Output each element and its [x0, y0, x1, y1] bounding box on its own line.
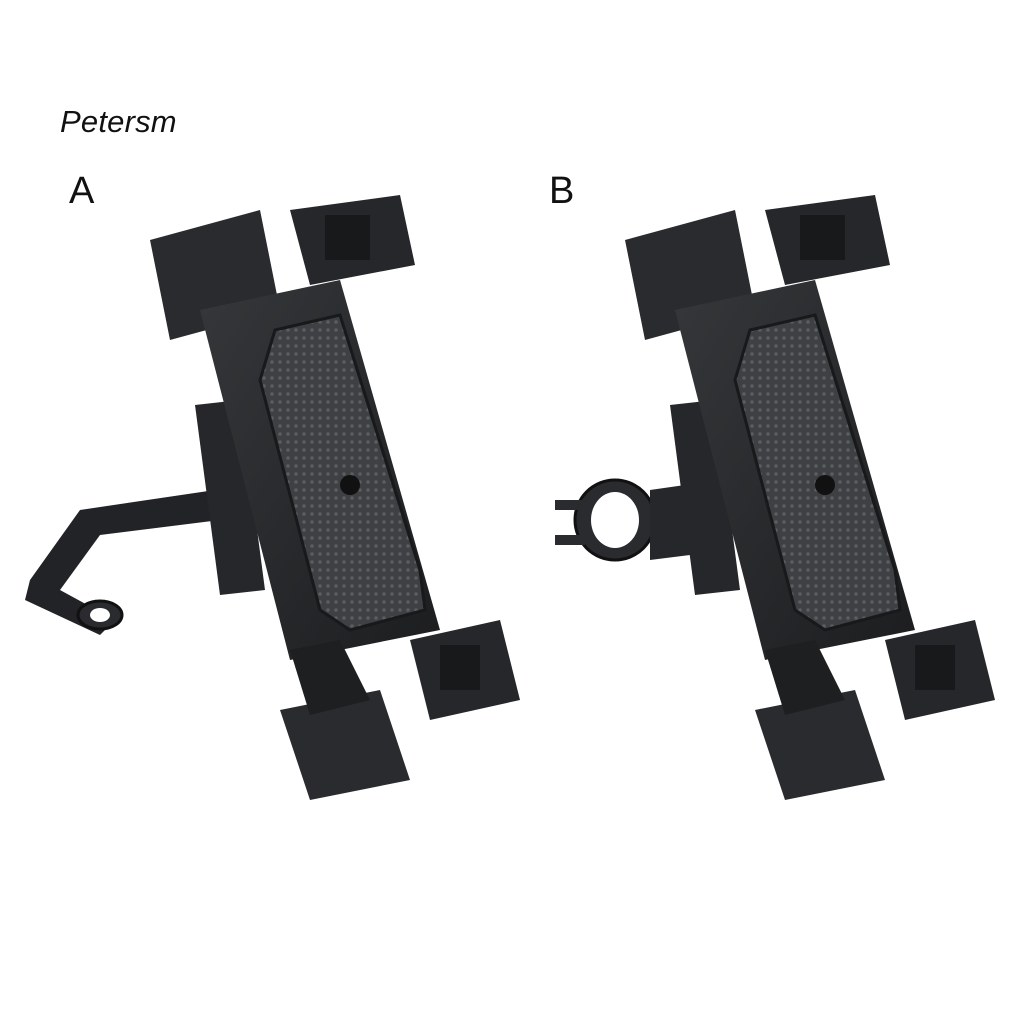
- mirror-arm: [25, 490, 220, 635]
- product-label-a: A: [69, 170, 95, 212]
- product-label-b: B: [549, 170, 575, 212]
- brand-watermark: Petersm: [60, 104, 177, 139]
- phone-holder-b-illustration: [555, 195, 995, 800]
- phone-holder-b-image: [540, 190, 1020, 820]
- phone-holder-a-illustration: [25, 195, 520, 800]
- phone-holder-a-image: [20, 190, 530, 820]
